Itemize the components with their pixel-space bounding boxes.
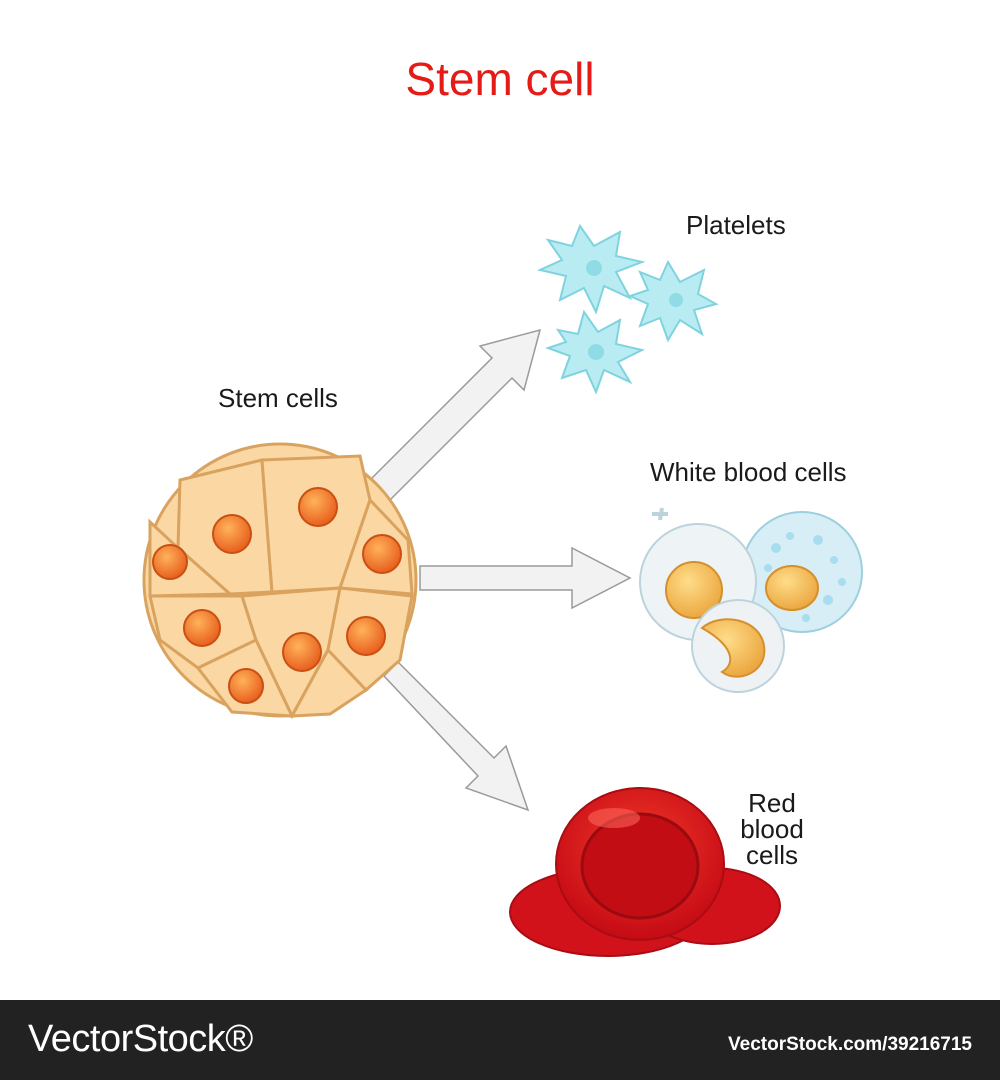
stem-cells-label: Stem cells	[218, 383, 338, 413]
diagram: Stem cell	[142, 53, 863, 957]
stem-cells-cluster	[142, 442, 418, 720]
arrow-to-white-blood-cells	[419, 546, 632, 610]
arrow-to-red-blood-cells	[382, 660, 530, 812]
nucleus	[298, 487, 338, 527]
footer-brand: VectorStock®	[28, 1018, 253, 1060]
white-blood-cells-group	[639, 507, 863, 693]
footer-bar: VectorStock® VectorStock.com/39216715	[0, 1000, 1000, 1080]
nucleus	[183, 609, 221, 647]
nucleus	[282, 632, 322, 672]
nucleus	[228, 668, 264, 704]
platelets-label: Platelets	[686, 210, 786, 240]
nucleus	[346, 616, 386, 656]
diagram-graphics	[142, 223, 863, 957]
white-blood-cells-label: White blood cells	[650, 457, 847, 487]
page-title: Stem cell	[405, 53, 595, 105]
footer-url: VectorStock.com/39216715	[728, 1034, 972, 1055]
nucleus	[212, 514, 252, 554]
platelets-group	[536, 223, 719, 395]
red-blood-cells-label: Red blood cells	[740, 788, 804, 870]
red-blood-cells-group	[509, 787, 781, 957]
stem-cell	[289, 647, 369, 718]
nucleus	[152, 544, 188, 580]
nucleus	[362, 534, 402, 574]
arrow-to-platelets	[366, 328, 542, 504]
